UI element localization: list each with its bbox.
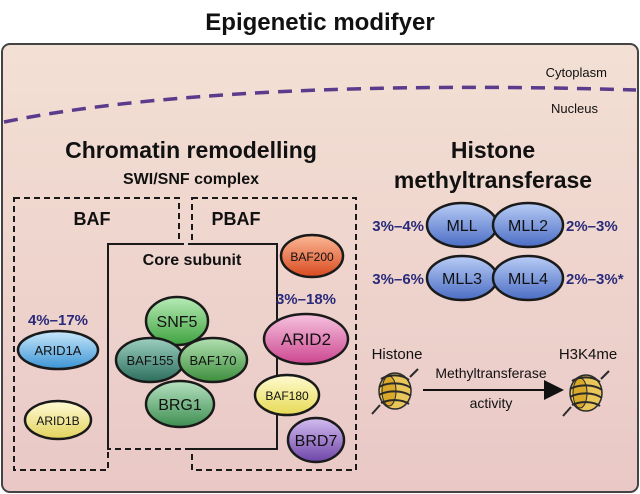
chromatin-heading: Chromatin remodelling [65, 137, 317, 163]
histone-heading-line1: Histone [451, 137, 535, 163]
nuclear-membrane [3, 85, 637, 124]
mll2-enzyme [491, 201, 565, 249]
arid1b-label: ARID1B [36, 414, 79, 428]
arid1a-frequency: 4%–17% [28, 312, 88, 329]
brd7-label: BRD7 [295, 433, 338, 450]
baf-label: BAF [74, 209, 111, 229]
cytoplasm-label: Cytoplasm [546, 65, 607, 80]
arid1a-subunit [16, 329, 100, 371]
core-subunit-label: Core subunit [143, 252, 242, 269]
histone-heading-line2: methyltransferase [394, 167, 592, 193]
brd7-subunit [286, 416, 346, 464]
arid2-frequency: 3%–18% [276, 291, 336, 308]
mll4-enzyme [491, 254, 565, 302]
arid2-subunit [262, 312, 350, 366]
snf5-label: SNF5 [157, 314, 198, 331]
mll4-label: MLL4 [508, 271, 548, 288]
mll-frequency: 3%–4% [372, 218, 424, 235]
histone-nucleosome-icon [371, 368, 419, 415]
mll4-frequency: 2%–3%* [566, 271, 624, 288]
reaction-label-line2: activity [470, 395, 513, 411]
h3k4me-nucleosome-icon [562, 370, 610, 417]
baf180-label: BAF180 [265, 389, 309, 403]
baf170-label: BAF170 [190, 353, 237, 368]
arid2-label: ARID2 [281, 330, 331, 349]
diagram-title: Epigenetic modifyer [205, 9, 434, 36]
mll2-frequency: 2%–3% [566, 218, 618, 235]
h3k4me-label: H3K4me [559, 346, 617, 363]
baf200-subunit [279, 233, 345, 279]
arid1a-label: ARID1A [35, 343, 82, 358]
mll2-label: MLL2 [508, 218, 548, 235]
brg1-subunit [144, 379, 216, 429]
baf200-label: BAF200 [290, 250, 334, 264]
mll3-label: MLL3 [442, 271, 482, 288]
histone-label: Histone [372, 346, 423, 363]
baf170-subunit [177, 336, 249, 384]
mll-label: MLL [446, 218, 477, 235]
baf180-subunit [253, 373, 321, 417]
brg1-label: BRG1 [158, 397, 202, 414]
swi-snf-subheading: SWI/SNF complex [123, 171, 259, 188]
pbaf-label: PBAF [212, 209, 261, 229]
mll3-frequency: 3%–6% [372, 271, 424, 288]
reaction-label-line1: Methyltransferase [435, 365, 546, 381]
nucleus-label: Nucleus [551, 101, 598, 116]
arid1b-subunit [23, 399, 93, 441]
pbaf-box [191, 197, 357, 471]
baf155-label: BAF155 [127, 353, 174, 368]
